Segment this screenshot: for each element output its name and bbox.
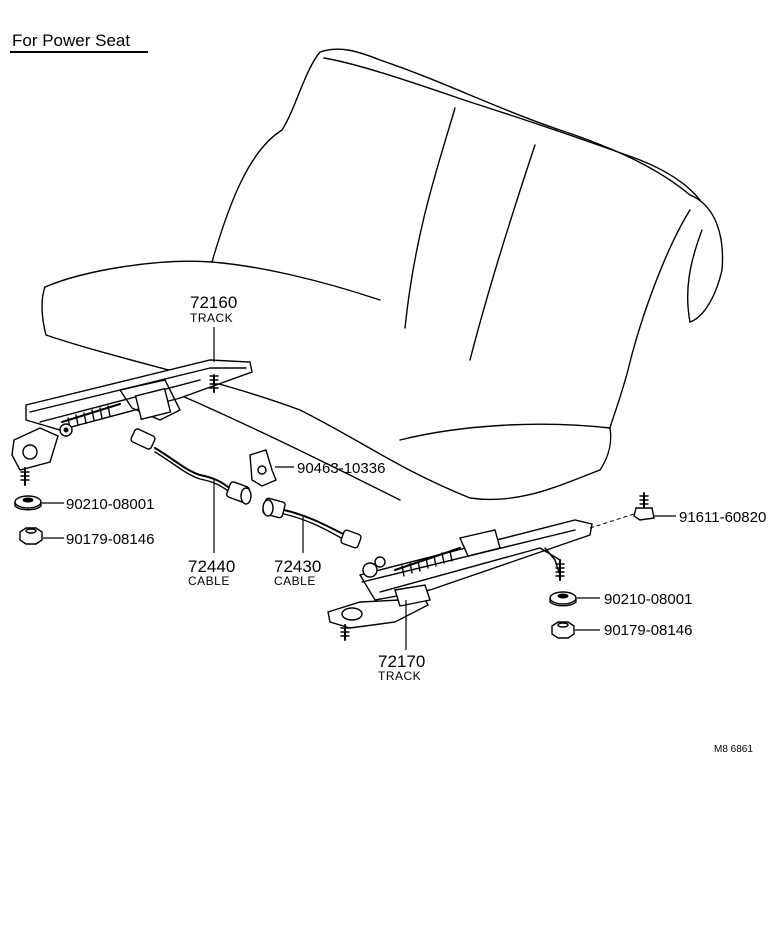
cable-72430 xyxy=(262,497,362,549)
washer-left xyxy=(14,495,42,511)
diagram-title: For Power Seat xyxy=(12,31,130,50)
nut-left xyxy=(19,527,43,545)
cable-72440 xyxy=(130,428,252,505)
part-number-90210-08001-right: 90210-08001 xyxy=(604,591,692,608)
part-name-72160: TRACK xyxy=(190,311,233,325)
part-number-72440: 72440 xyxy=(188,557,235,576)
nut-right xyxy=(551,621,575,639)
part-number-72160: 72160 xyxy=(190,293,237,312)
clamp-90463-10336 xyxy=(249,449,277,487)
seat-illustration xyxy=(41,48,724,501)
part-number-72430: 72430 xyxy=(274,557,321,576)
part-number-91611-60820: 91611-60820 xyxy=(679,509,766,526)
part-name-72430: CABLE xyxy=(274,574,316,588)
part-name-72170: TRACK xyxy=(378,669,421,683)
washer-right xyxy=(549,591,577,607)
part-number-90179-08146-right: 90179-08146 xyxy=(604,622,692,639)
part-number-90210-08001-left: 90210-08001 xyxy=(66,496,154,513)
part-name-72440: CABLE xyxy=(188,574,230,588)
part-number-90463-10336: 90463-10336 xyxy=(297,460,385,477)
bolt-91611-60820 xyxy=(633,492,655,521)
dashed-guide-91611 xyxy=(589,513,635,529)
track-72170 xyxy=(327,519,593,641)
part-number-72170: 72170 xyxy=(378,652,425,671)
track-72160 xyxy=(11,359,253,486)
figure-code: M8 6861 xyxy=(714,744,753,755)
part-number-90179-08146-left: 90179-08146 xyxy=(66,531,154,548)
